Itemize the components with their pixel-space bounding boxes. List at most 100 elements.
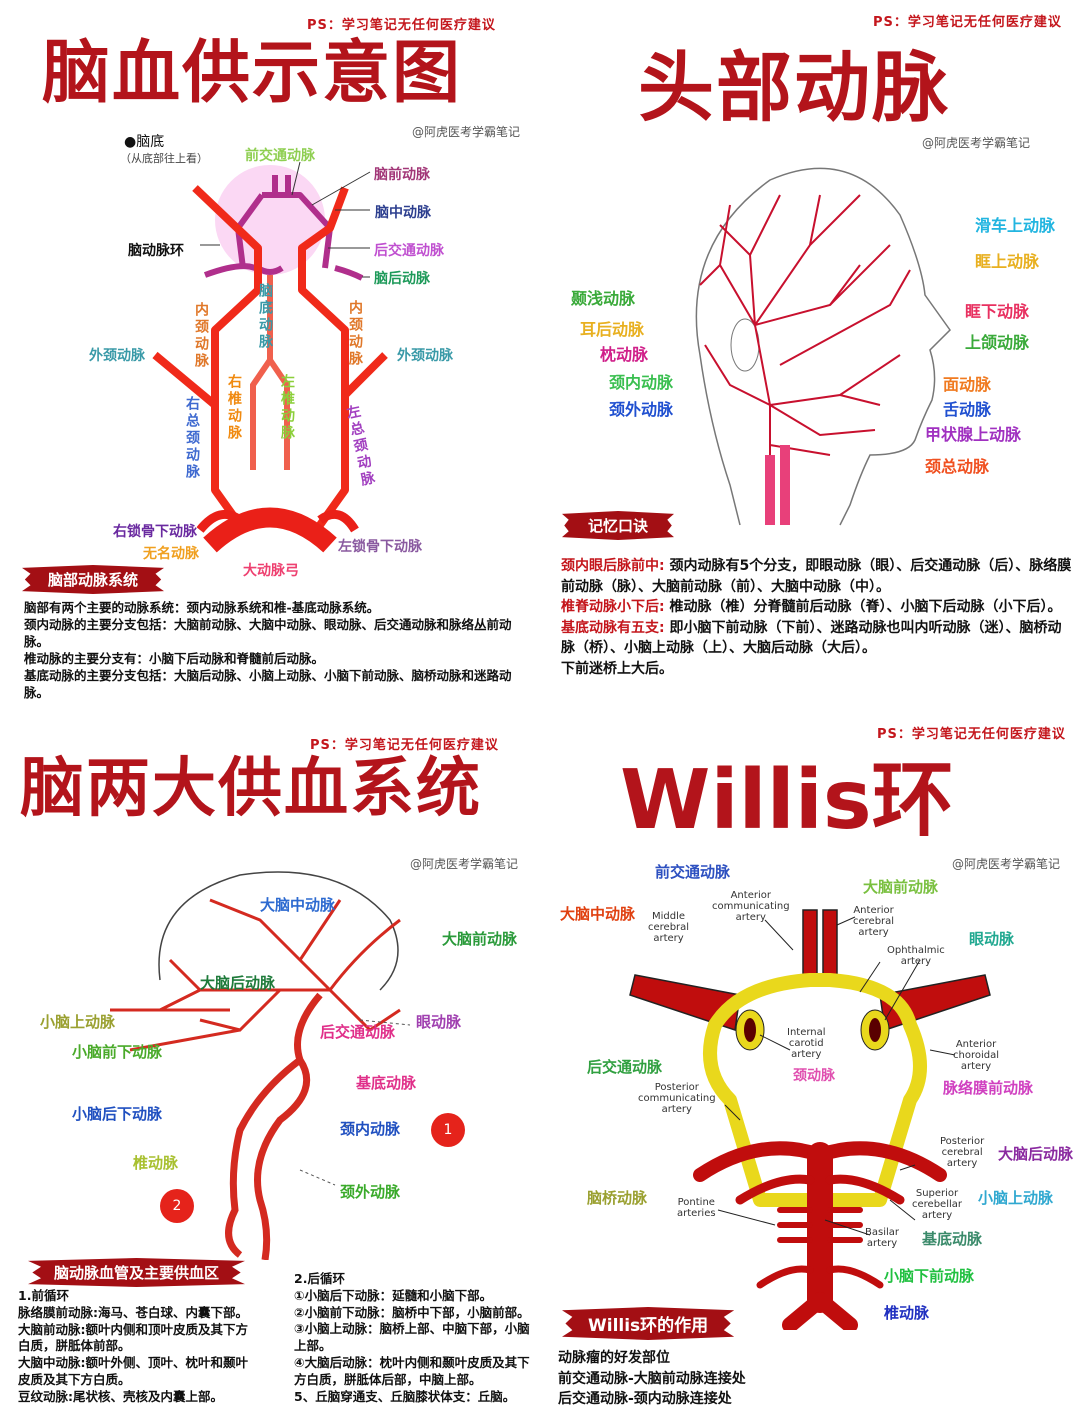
label-circle: 脑动脉环: [128, 243, 184, 259]
text-line: 豆纹动脉:尾状核、壳核及内囊上部。: [18, 1388, 223, 1404]
view-label: ●脑底: [124, 134, 165, 150]
label-aca: 脑前动脉: [374, 167, 430, 183]
en-ica: Internal carotid artery: [787, 1027, 826, 1060]
en-anterior-choroidal: Anterior choroidal artery: [953, 1039, 999, 1072]
label-mca: 大脑中动脉: [560, 905, 636, 923]
label-pontine: 脑桥动脉: [587, 1189, 648, 1207]
disclaimer: PS：学习笔记无任何医疗建议: [310, 738, 499, 753]
posterior-circulation-text: 2.后循环 ①小脑后下动脉：延髓和小脑下部。 ②小脑前下动脉：脑桥中下部，小脑前…: [294, 1271, 536, 1405]
label-pcom: 后交通动脉: [374, 243, 444, 259]
label-external-carotid: 颈外动脉: [609, 400, 674, 419]
head-arteries-illustration: [695, 167, 951, 526]
mnemonic-key: 颈内眼后脉前中:: [561, 558, 665, 574]
panel-title: Willis环: [620, 753, 954, 848]
panel-title: 脑两大供血系统: [20, 752, 482, 826]
label-supratrochlear: 滑车上动脉: [975, 216, 1056, 235]
label-eca-left: 外颈动脉: [89, 348, 145, 364]
text-line: 脑部有两个主要的动脉系统：颈内动脉系统和椎-基底动脉系统。: [24, 600, 380, 615]
label-innominate: 无名动脉: [143, 546, 199, 562]
author-tag: @阿虎医考学霸笔记: [412, 125, 521, 139]
mnemonic-body: 颈内动脉有5个分支，即眼动脉（眼）、后交通动脉（后）、脉络膜前动脉（脉）、大脑前…: [561, 558, 1072, 595]
label-aca: 大脑前动脉: [442, 930, 518, 948]
label-mca: 脑中动脉: [375, 205, 431, 221]
label-ophthalmic: 眼动脉: [969, 930, 1015, 948]
text-line: 后交通动脉-颈内动脉连接处: [558, 1391, 732, 1407]
text-line: 5、丘脑穿通支、丘脑膝状体支：丘脑。: [294, 1388, 516, 1404]
label-ica: 颈内动脉: [340, 1120, 401, 1138]
section-text: 脑部有两个主要的动脉系统：颈内动脉系统和椎-基底动脉系统。 颈内动脉的主要分支包…: [24, 599, 532, 701]
text-line: 大脑中动脉:额叶外侧、顶叶、枕叶和颞叶皮质及其下方白质。: [18, 1355, 248, 1387]
anterior-circulation-text: 1.前循环 脉络膜前动脉:海马、苍白球、内囊下部。 大脑前动脉:额叶内侧和顶叶皮…: [18, 1288, 253, 1406]
label-va-right: 右椎动脉: [226, 374, 242, 442]
author-tag: @阿虎医考学霸笔记: [410, 857, 519, 871]
mnemonic-key: 基底动脉有五支:: [561, 619, 665, 636]
label-va-left: 左椎动脉: [279, 374, 295, 442]
mnemonic-text: 颈内眼后脉前中: 颈内动脉有5个分支，即眼动脉（眼）、后交通动脉（后）、脉络膜前…: [561, 556, 1073, 679]
label-lingual: 舌动脉: [943, 400, 992, 419]
view-note: （从底部往上看）: [120, 152, 208, 165]
label-ophthalmic: 眼动脉: [416, 1013, 462, 1031]
section-banner: 记忆口诀: [562, 511, 675, 540]
en-pcom: Posterior communicating artery: [638, 1082, 716, 1115]
label-basilar: 基底动脉: [356, 1074, 417, 1092]
marker-2: 2: [160, 1189, 194, 1223]
text-line: 椎动脉的主要分支有：小脑下后动脉和脊髓前后动脉。: [24, 651, 325, 666]
section-banner: 脑动脉血管及主要供血区: [28, 1258, 246, 1287]
en-pca: Posterior cerebral artery: [940, 1136, 985, 1169]
text-line: ③小脑上动脉：脑桥上部、中脑下部，小脑上部。: [294, 1321, 530, 1354]
label-ica-left: 内颈动脉: [347, 300, 363, 368]
mnemonic-key: 椎脊动脉小下后:: [561, 599, 665, 615]
label-internal-carotid: 颈内动脉: [609, 373, 674, 392]
label-carotid: 颈动脉: [793, 1068, 835, 1084]
disclaimer: PS：学习笔记无任何医疗建议: [873, 15, 1062, 30]
text-line: 基底动脉的主要分支包括：大脑后动脉、小脑上动脉、小脑下前动脉、脑桥动脉和迷路动脉…: [24, 668, 512, 700]
label-pcom: 后交通动脉: [320, 1023, 396, 1041]
label-eca: 颈外动脉: [340, 1183, 401, 1201]
panel-title: 头部动脉: [638, 43, 950, 132]
label-supraorbital: 眶上动脉: [975, 252, 1040, 271]
section-banner: Willis环的作用: [562, 1307, 735, 1340]
label-vertebral: 椎动脉: [884, 1304, 930, 1322]
label-basilar: 脑底动脉: [257, 283, 273, 351]
label-cca-right: 右总颈动脉: [184, 396, 200, 481]
label-aica: 小脑下前动脉: [884, 1267, 975, 1285]
label-occipital: 枕动脉: [600, 345, 649, 364]
label-acom: 前交通动脉: [655, 863, 731, 881]
mnemonic: 基底动脉有五支: 即小脑下前动脉（下前）、迷路动脉也叫内听动脉（迷）、脑桥动脉（…: [561, 618, 1073, 659]
author-tag: @阿虎医考学霸笔记: [922, 136, 1031, 150]
text-line: ④大脑后动脉：枕叶内侧和颞叶皮质及其下方白质，胼胝体后部，中脑上部。: [294, 1354, 530, 1387]
label-maxillary: 上颌动脉: [965, 333, 1030, 352]
en-sca: Superior cerebellar artery: [912, 1188, 962, 1221]
label-basilar: 基底动脉: [922, 1230, 983, 1248]
mnemonic: 椎脊动脉小下后: 椎动脉（椎）分脊髓前后动脉（脊）、小脑下后动脉（小下后）。: [561, 597, 1073, 618]
label-aortic-arch: 大动脉弓: [243, 563, 299, 579]
text-line: 2.后循环: [294, 1271, 345, 1286]
author-tag: @阿虎医考学霸笔记: [952, 857, 1061, 871]
text-line: 前交通动脉-大脑前动脉连接处: [558, 1370, 746, 1387]
en-mca: Middle cerebral artery: [648, 911, 690, 944]
label-aica: 小脑前下动脉: [72, 1043, 163, 1061]
label-facial: 面动脉: [943, 375, 992, 394]
en-acom: Anterior communicating artery: [712, 890, 790, 923]
mnemonic-summary: 下前迷桥上大后。: [561, 660, 673, 677]
label-mca: 大脑中动脉: [260, 896, 336, 914]
text-line: ①小脑后下动脉：延髓和小脑下部。: [294, 1287, 493, 1303]
label-superficial-temporal: 颞浅动脉: [571, 289, 636, 308]
label-aca: 大脑前动脉: [863, 878, 939, 896]
circle-of-willis-diagram: [629, 909, 991, 1330]
mnemonic-body: 椎动脉（椎）分脊髓前后动脉（脊）、小脑下后动脉（小下后）。: [664, 599, 1062, 615]
panel-title: 脑血供示意图: [42, 34, 463, 113]
label-superior-thyroid: 甲状腺上动脉: [925, 425, 1022, 444]
label-pca: 脑后动脉: [374, 271, 430, 287]
label-pcom: 后交通动脉: [587, 1058, 663, 1076]
label-common-carotid: 颈总动脉: [925, 457, 990, 476]
text-line: 脉络膜前动脉:海马、苍白球、内囊下部。: [18, 1304, 248, 1320]
label-ica-right: 内颈动脉: [193, 302, 209, 370]
label-pca: 大脑后动脉: [998, 1145, 1074, 1163]
disclaimer: PS：学习笔记无任何医疗建议: [307, 18, 496, 33]
mnemonic: 颈内眼后脉前中: 颈内动脉有5个分支，即眼动脉（眼）、后交通动脉（后）、脉络膜前…: [561, 556, 1073, 597]
label-sca: 小脑上动脉: [40, 1013, 116, 1031]
text-line: 大脑前动脉:额叶内侧和顶叶皮质及其下方白质，胼胝体前部。: [18, 1321, 248, 1354]
en-pontine: Pontine arteries: [677, 1197, 716, 1219]
cerebral-arteries-illustration: [110, 871, 411, 1260]
